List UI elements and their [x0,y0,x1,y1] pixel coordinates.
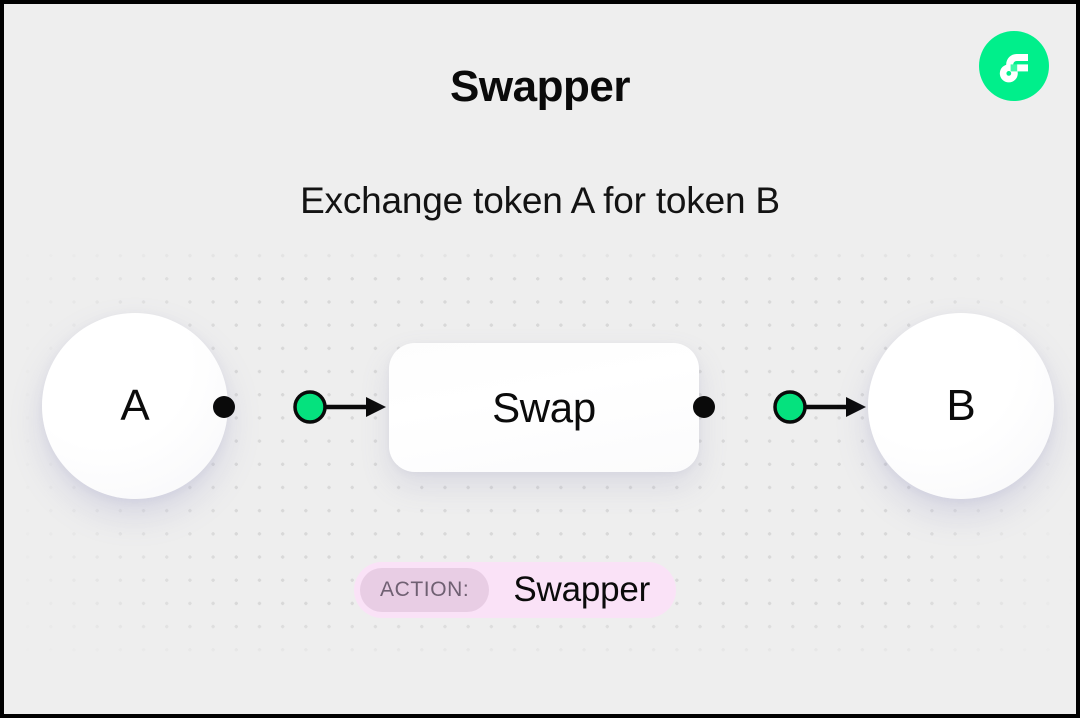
target-token-label: B [946,381,976,430]
connector-start-dot [693,396,715,418]
page-subtitle: Exchange token A for token B [300,180,780,221]
connector-start-dot [213,396,235,418]
action-badge-value: Swapper [513,570,651,609]
source-token-label: A [120,381,150,430]
source-token-node[interactable]: A [42,313,228,499]
action-badge: ACTION: Swapper [354,562,677,618]
flow-logo-icon [979,31,1049,101]
page-title: Swapper [450,62,630,111]
action-badge-key: ACTION: [360,568,490,612]
target-token-node[interactable]: B [868,313,1054,499]
swap-action-box[interactable]: Swap [389,343,699,472]
connector-mid-dot [773,390,807,424]
swap-action-label: Swap [492,383,596,431]
connector-a-to-swap [204,387,388,427]
connector-swap-to-b [684,387,868,427]
connector-mid-dot [293,390,327,424]
